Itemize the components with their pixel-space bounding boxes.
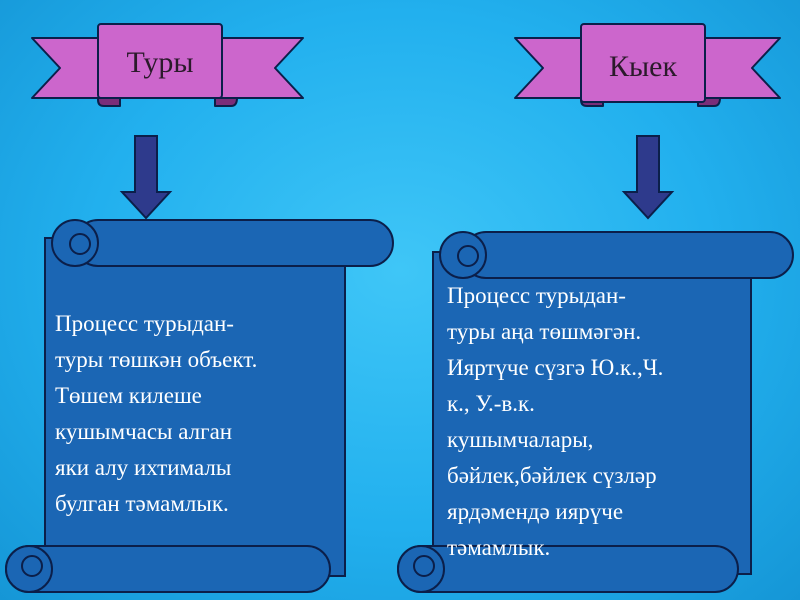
scroll-left-top-roll (74, 219, 394, 267)
banner-left-fold-right (214, 97, 238, 107)
scroll-left-text: Процесс турыдан- туры төшкән объект. Төш… (55, 311, 258, 516)
scroll-left (5, 219, 394, 593)
banner-left-fold-left (97, 97, 121, 107)
banner-left-face (97, 23, 223, 99)
banner-left-tail-right (214, 37, 304, 99)
scroll-right (397, 231, 794, 593)
banner-right-face (580, 23, 706, 103)
scroll-right-text: Процесс турыдан- туры аңа төшмәгән. Иярт… (447, 283, 664, 560)
scroll-left-top-curl-inner (69, 233, 91, 255)
arrow-left (119, 135, 173, 220)
scroll-left-body (44, 237, 346, 577)
scroll-right-body (432, 251, 752, 575)
scroll-left-bottom-roll (5, 545, 331, 593)
scroll-right-bottom-curl-inner (413, 555, 435, 577)
banner-left: Туры (31, 23, 304, 107)
banner-right-label: Кыек (609, 50, 677, 83)
scroll-left-bottom-curl-inner (21, 555, 43, 577)
arrow-right-down-icon (621, 135, 675, 220)
scroll-right-top-roll (462, 231, 794, 279)
arrow-left-down-icon (119, 135, 173, 220)
banner-right-tail-right (697, 37, 781, 99)
banner-left-label: Туры (127, 46, 194, 79)
arrow-right (621, 135, 675, 220)
scroll-right-top-curl-inner (457, 245, 479, 267)
banner-right: Кыек (514, 23, 781, 107)
